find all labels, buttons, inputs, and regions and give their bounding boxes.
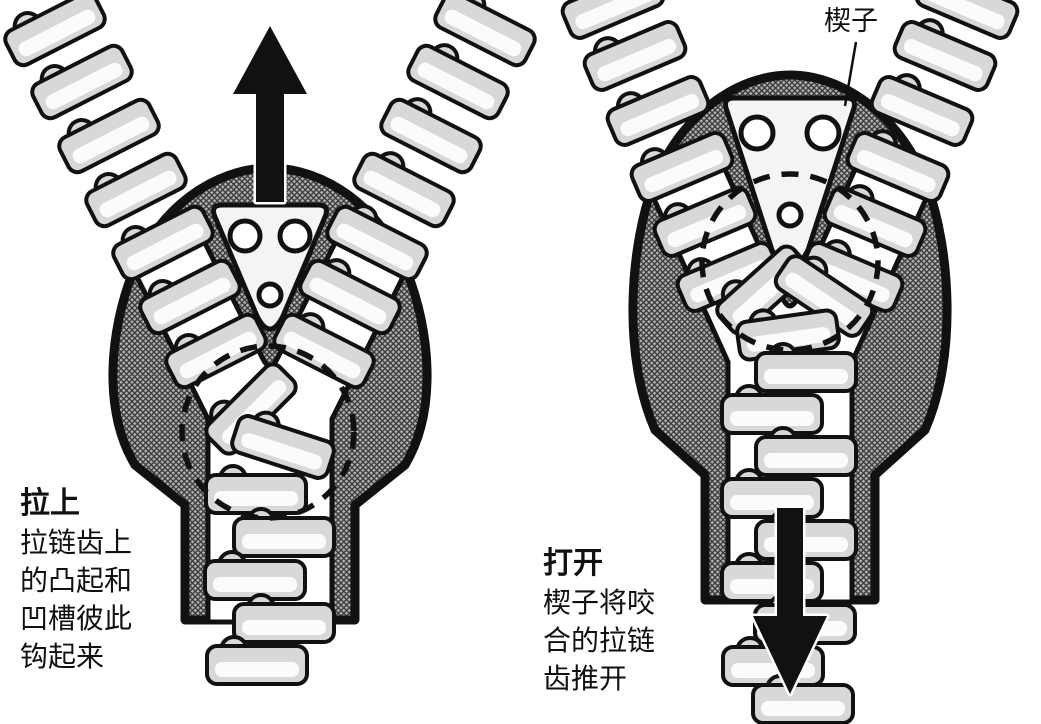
pull-direction-up-arrow <box>230 23 310 205</box>
zipper-tooth-meshed <box>720 384 824 435</box>
zipper-tooth-meshed <box>754 426 858 477</box>
zipper-tooth-meshed <box>720 552 824 603</box>
caption-zip-up: 拉上 拉链齿上 的凸起和 凹槽彼此 钩起来 <box>20 484 132 676</box>
focus-highlight-circle <box>699 171 881 353</box>
wedge-callout-line <box>843 41 858 107</box>
zipper-tooth-meshed <box>205 635 309 686</box>
wedge-pin <box>256 281 284 309</box>
zipper-tooth-meshed <box>203 550 307 601</box>
wedge-hole <box>804 114 842 152</box>
wedge-hole <box>227 218 263 254</box>
caption-zip-up-text: 拉链齿上 的凸起和 凹槽彼此 钩起来 <box>20 527 133 672</box>
zipper-tooth-meshed <box>754 510 858 561</box>
push-direction-down-arrow <box>750 505 830 697</box>
wedge-callout-label: 楔子 <box>824 6 878 36</box>
slider-wedge-plate <box>211 202 329 332</box>
wedge-hole <box>277 218 313 254</box>
zipper-tooth-meshed <box>232 593 336 644</box>
wedge-hole <box>738 114 776 152</box>
zipper-tooth-meshed <box>720 468 824 519</box>
diagram-open <box>556 0 1024 724</box>
caption-open: 打开 楔子将咬 合的拉链 齿推开 <box>543 544 655 698</box>
zipper-tooth-meshed <box>751 674 855 724</box>
caption-zip-up-title: 拉上 <box>20 487 80 520</box>
caption-open-title: 打开 <box>543 547 603 580</box>
caption-open-text: 楔子将咬 合的拉链 齿推开 <box>543 587 656 694</box>
wedge-pin <box>776 201 804 229</box>
diagram-zip-up <box>0 0 545 686</box>
focus-highlight-circle <box>179 343 357 521</box>
